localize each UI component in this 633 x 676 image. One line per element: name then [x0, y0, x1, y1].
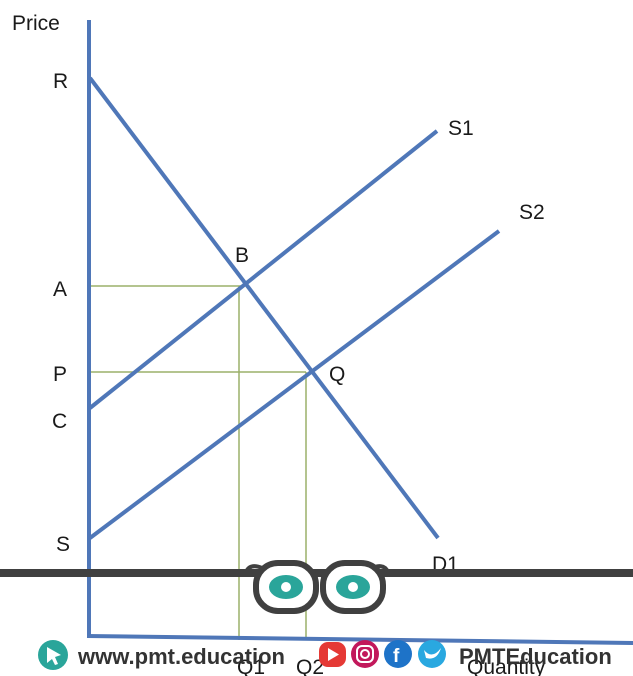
quantity-label-q1: Q1 [237, 656, 265, 676]
x-axis [86, 634, 633, 645]
glasses-logo [244, 560, 390, 614]
svg-text:f: f [393, 646, 400, 667]
x-axis-label: Quantity [467, 656, 546, 676]
brand-name: PMTEducation [459, 644, 612, 669]
supply-curve-s2 [88, 229, 501, 540]
price-label-p: P [53, 363, 67, 386]
point-label-q: Q [329, 363, 345, 386]
website-link[interactable]: www.pmt.education [77, 644, 285, 669]
supply-curve-s1 [88, 129, 439, 410]
price-label-s: S [56, 533, 70, 556]
point-label-b: B [235, 244, 249, 267]
footer-branding: www.pmt.education f PMTEducation [38, 640, 612, 670]
curve-label-s2: S2 [519, 201, 545, 224]
youtube-icon[interactable] [319, 642, 346, 667]
demand-curve-d1 [88, 76, 440, 540]
y-axis-label: Price [12, 12, 60, 35]
instagram-icon[interactable] [351, 640, 379, 668]
price-label-r: R [53, 70, 68, 93]
price-label-a: A [53, 278, 67, 301]
twitter-icon[interactable] [418, 640, 446, 668]
facebook-icon[interactable]: f [384, 640, 412, 668]
curve-label-s1: S1 [448, 117, 474, 140]
price-label-c: C [52, 410, 67, 433]
quantity-label-q2: Q2 [296, 656, 324, 676]
